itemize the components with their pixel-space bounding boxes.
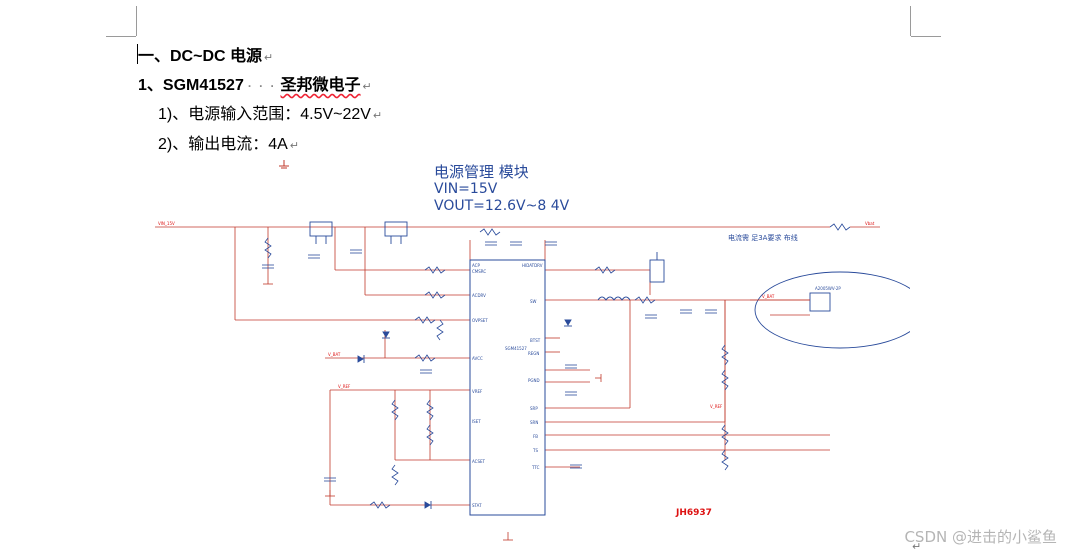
list-item-input-range[interactable]: 1)、电源输入范围：4.5V~22V↵ bbox=[158, 100, 382, 124]
svg-text:ACDRV: ACDRV bbox=[472, 293, 486, 298]
svg-text:V_BAT: V_BAT bbox=[328, 352, 341, 357]
mosfets bbox=[309, 221, 665, 283]
paragraph-mark: ↵ bbox=[264, 52, 274, 64]
watermark: CSDN @进击的小鲨鱼 bbox=[904, 528, 1057, 546]
svg-text:V_REF: V_REF bbox=[338, 384, 351, 389]
paragraph-mark: ↵ bbox=[372, 110, 383, 122]
svg-text:ACSET: ACSET bbox=[472, 459, 486, 464]
svg-text:Vbat: Vbat bbox=[865, 221, 875, 226]
chip-label: JH6937 bbox=[675, 508, 712, 518]
heading-2-dots: · · · bbox=[247, 79, 277, 93]
heading-2-suffix: 圣邦微电子 bbox=[280, 77, 361, 94]
connector-circled: A2005WV-2P bbox=[750, 271, 910, 349]
svg-text:OVPSET: OVPSET bbox=[472, 318, 488, 323]
svg-text:SRP: SRP bbox=[530, 406, 538, 411]
crop-mark-right-v bbox=[910, 6, 911, 36]
list-item-text: 1)、电源输入范围：4.5V~22V bbox=[158, 106, 371, 123]
resistors bbox=[264, 223, 851, 509]
svg-text:SW: SW bbox=[530, 299, 537, 304]
svg-text:A2005WV-2P: A2005WV-2P bbox=[815, 286, 841, 291]
crop-mark-left-v bbox=[136, 6, 137, 36]
diodes bbox=[357, 319, 572, 509]
schematic-title: 电源管理 模块 bbox=[434, 163, 529, 181]
paragraph-mark: ↵ bbox=[912, 540, 922, 553]
svg-text:SGM41527: SGM41527 bbox=[505, 346, 527, 351]
svg-text:REGN: REGN bbox=[528, 351, 539, 356]
ic-sgm41527: ACP CMSRC ACDRV OVPSET AVCC VREF ISET AC… bbox=[469, 259, 546, 516]
heading-1[interactable]: 一、DC~DC 电源↵ bbox=[138, 42, 273, 66]
svg-text:ISET: ISET bbox=[472, 419, 481, 424]
svg-text:STAT: STAT bbox=[472, 503, 482, 508]
heading-1-text: 一、DC~DC 电源 bbox=[138, 48, 263, 65]
capacitors bbox=[262, 241, 717, 482]
svg-text:ACP: ACP bbox=[472, 263, 480, 268]
list-item-output-current[interactable]: 2)、输出电流：4A↵ bbox=[158, 130, 299, 154]
svg-text:PGND: PGND bbox=[528, 378, 540, 383]
svg-text:FB: FB bbox=[533, 434, 538, 439]
schematic-vout: VOUT=12.6V~8 4V bbox=[434, 198, 570, 214]
net-labels: VIN_15V V_BAT V_REF V_BAT V_REF Vbat bbox=[158, 221, 875, 409]
svg-text:TS: TS bbox=[532, 448, 538, 453]
svg-text:BTST: BTST bbox=[530, 338, 541, 343]
ground-symbols bbox=[263, 278, 602, 541]
schematic-image[interactable]: 电源管理 模块 VIN=15V VOUT=12.6V~8 4V bbox=[150, 160, 910, 550]
crop-mark-right-h bbox=[911, 36, 941, 37]
wires bbox=[155, 226, 880, 516]
heading-2-prefix: 1、SGM41527 bbox=[138, 77, 244, 94]
svg-text:V_REF: V_REF bbox=[710, 404, 723, 409]
svg-text:V_BAT: V_BAT bbox=[762, 294, 775, 299]
crop-mark-left-h bbox=[106, 36, 136, 37]
svg-text:VREF: VREF bbox=[472, 389, 483, 394]
svg-text:HIDATDRV: HIDATDRV bbox=[522, 263, 543, 268]
schematic-note: 电流需 足3A要求 布线 bbox=[728, 233, 798, 242]
schematic-vin: VIN=15V bbox=[434, 181, 498, 197]
list-item-text: 2)、输出电流：4A bbox=[158, 136, 288, 153]
paragraph-mark: ↵ bbox=[362, 81, 372, 93]
svg-text:AVCC: AVCC bbox=[472, 356, 483, 361]
text-cursor bbox=[137, 44, 138, 64]
svg-text:TTC: TTC bbox=[531, 465, 540, 470]
heading-2[interactable]: 1、SGM41527· · ·圣邦微电子↵ bbox=[138, 71, 372, 95]
inductor bbox=[597, 296, 631, 301]
paragraph-mark: ↵ bbox=[289, 140, 300, 152]
svg-text:VIN_15V: VIN_15V bbox=[158, 221, 175, 226]
svg-text:CMSRC: CMSRC bbox=[472, 269, 486, 274]
svg-text:SRN: SRN bbox=[530, 420, 538, 425]
ground-symbol-top bbox=[279, 160, 289, 169]
